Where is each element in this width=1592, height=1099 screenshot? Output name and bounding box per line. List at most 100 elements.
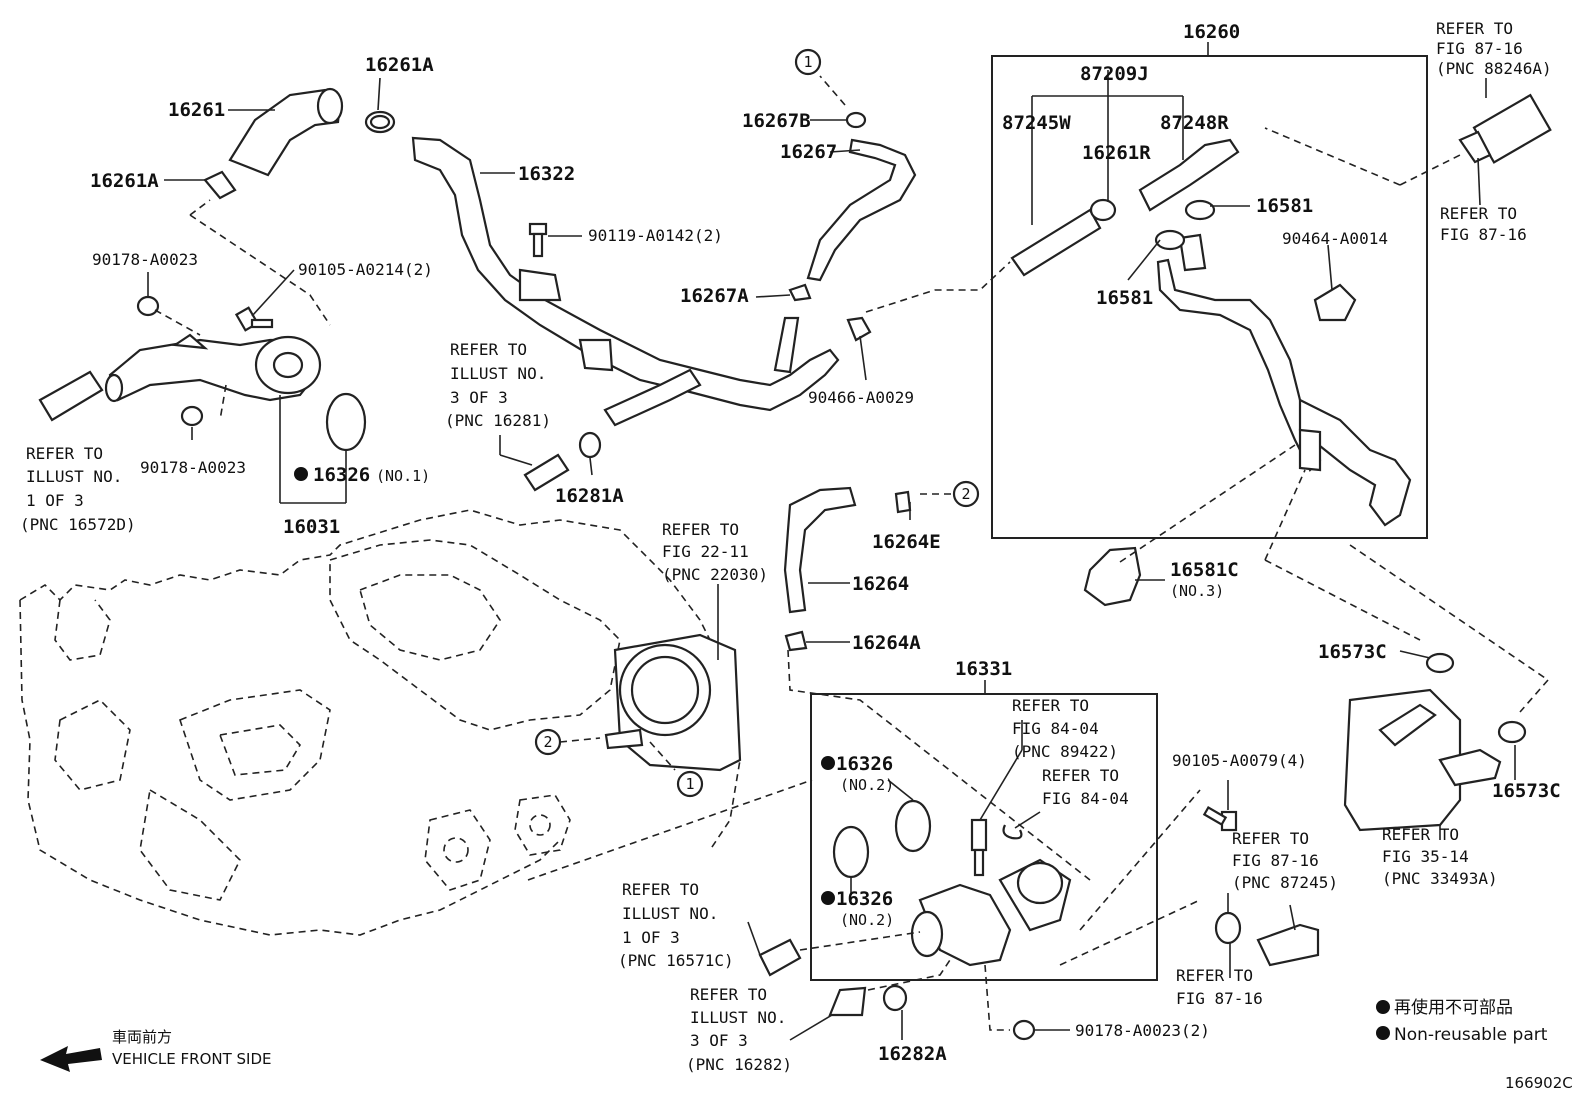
svg-text:FIG 84-04: FIG 84-04 — [1012, 719, 1099, 738]
label-16573C-b: 16573C — [1492, 780, 1561, 802]
ref-illust3-16282: REFER TO ILLUST NO. 3 OF 3 (PNC 16282) — [686, 985, 792, 1074]
oil-cooler — [1343, 688, 1502, 832]
label-90464: 90464-A0014 — [1282, 229, 1388, 248]
ref-illust1-16572D: REFER TO ILLUST NO. 1 OF 3 (PNC 16572D) — [20, 444, 136, 534]
part-labels: 16261 16261A 16261A 16322 90119-A0142(2)… — [90, 21, 1561, 1065]
svg-text:REFER TO: REFER TO — [1042, 766, 1119, 785]
clamp-16261R — [1089, 198, 1117, 222]
legend-jp: 再使用不可部品 — [1394, 997, 1513, 1018]
label-16581-a: 16581 — [1256, 195, 1313, 217]
front-arrow-icon — [40, 1046, 102, 1072]
ref-fig87-16-87245: REFER TO FIG 87-16 (PNC 87245) — [1232, 829, 1338, 892]
assembly-box-16331 — [810, 693, 1158, 981]
clamp-16282A — [882, 984, 908, 1012]
label-90178-c: 90178-A0023(2) — [1075, 1021, 1210, 1040]
label-16264E: 16264E — [872, 531, 941, 553]
vehicle-front-indicator: 車両前方 VEHICLE FRONT SIDE — [40, 1028, 272, 1072]
hose-end-87245 — [1256, 923, 1320, 967]
hose-16267 — [806, 138, 917, 282]
ref-notes: REFER TO FIG 87-16 (PNC 88246A) REFER TO… — [20, 19, 1552, 1074]
hose-16261 — [228, 87, 344, 177]
svg-text:2: 2 — [543, 733, 552, 751]
label-87248R: 87248R — [1160, 112, 1229, 134]
label-16261R: 16261R — [1082, 142, 1151, 164]
label-90105-a: 90105-A0214(2) — [298, 260, 433, 279]
legend-dot-en — [1376, 1026, 1390, 1040]
svg-text:1 OF 3: 1 OF 3 — [622, 928, 680, 947]
hose-end-left — [38, 370, 104, 422]
non-reusable-dot — [294, 467, 308, 481]
bolt-90105-a — [234, 306, 274, 332]
svg-text:REFER TO: REFER TO — [690, 985, 767, 1004]
svg-text:(PNC 16571C): (PNC 16571C) — [618, 951, 734, 970]
legend: 再使用不可部品 Non-reusable part — [1394, 997, 1548, 1045]
water-outlet-16031 — [104, 333, 322, 403]
label-16581-b: 16581 — [1096, 287, 1153, 309]
label-90466: 90466-A0029 — [808, 388, 914, 407]
svg-text:1: 1 — [685, 775, 694, 793]
label-16322: 16322 — [518, 163, 575, 185]
label-90105-b: 90105-A0079(4) — [1172, 751, 1307, 770]
dashed-connectors — [154, 75, 1549, 1031]
label-90119: 90119-A0142(2) — [588, 226, 723, 245]
non-reusable-dot — [821, 891, 835, 905]
svg-text:(PNC 33493A): (PNC 33493A) — [1382, 869, 1498, 888]
label-87245W: 87245W — [1002, 112, 1071, 134]
clamp-90464 — [1313, 283, 1357, 322]
figure-id: 166902C — [1505, 1074, 1573, 1092]
engine-outline — [19, 509, 741, 936]
label-16264: 16264 — [852, 573, 909, 595]
svg-text:REFER TO: REFER TO — [1436, 19, 1513, 38]
svg-text:(PNC 87245): (PNC 87245) — [1232, 873, 1338, 892]
label-16326-no1: 16326 — [313, 464, 370, 486]
svg-text:FIG 35-14: FIG 35-14 — [1382, 847, 1469, 866]
ref-fig35-14: REFER TO FIG 35-14 (PNC 33493A) — [1382, 825, 1498, 888]
label-16261: 16261 — [168, 99, 225, 121]
callout-1-throttle: 1 — [676, 770, 704, 798]
label-16581C: 16581C — [1170, 559, 1239, 581]
svg-text:FIG 84-04: FIG 84-04 — [1042, 789, 1129, 808]
clip-16267B — [845, 111, 867, 129]
clamp-16581-a — [1154, 229, 1186, 251]
clamp-16573C-a — [1425, 652, 1455, 674]
bolt-90105-b — [1202, 806, 1238, 832]
pipe-16322 — [411, 136, 840, 427]
nut-90178-c — [1012, 1019, 1036, 1041]
clip-sensor — [1002, 824, 1023, 840]
label-16326-no1-sub: (NO.1) — [376, 467, 430, 485]
svg-text:REFER TO: REFER TO — [622, 880, 699, 899]
svg-text:REFER TO: REFER TO — [1382, 825, 1459, 844]
front-label-jp: 車両前方 — [112, 1028, 172, 1046]
non-reusable-dot — [821, 756, 835, 770]
svg-text:FIG 87-16: FIG 87-16 — [1176, 989, 1263, 1008]
svg-text:(PNC 22030): (PNC 22030) — [662, 565, 768, 584]
svg-text:ILLUST NO.: ILLUST NO. — [450, 364, 546, 383]
nut-90178-a — [136, 295, 160, 317]
label-16331: 16331 — [955, 658, 1012, 680]
label-16326-no2a: 16326 — [836, 753, 893, 775]
hose-assembly-16260 — [1010, 138, 1412, 527]
clamp-lower-87-16 — [1214, 911, 1242, 945]
clamp-16261A-left — [203, 170, 237, 200]
legend-dot-jp — [1376, 1000, 1390, 1014]
label-90178-b: 90178-A0023 — [140, 458, 246, 477]
bolt-90119 — [528, 222, 548, 258]
callout-2-right: 2 — [952, 480, 980, 508]
ref-illust1-16571C: REFER TO ILLUST NO. 1 OF 3 (PNC 16571C) — [618, 880, 734, 970]
clip-16267A — [788, 283, 812, 302]
hose-16264 — [783, 486, 857, 614]
svg-text:(PNC 89422): (PNC 89422) — [1012, 742, 1118, 761]
svg-text:3 OF 3: 3 OF 3 — [690, 1031, 748, 1050]
callout-1-top: 1 — [794, 48, 822, 76]
label-16261A-top: 16261A — [365, 54, 434, 76]
clamp-90466 — [846, 316, 872, 342]
svg-text:3 OF 3: 3 OF 3 — [450, 388, 508, 407]
label-16326-no2a-sub: (NO.2) — [840, 776, 894, 794]
svg-text:ILLUST NO.: ILLUST NO. — [26, 467, 122, 486]
temp-sensor — [970, 818, 988, 877]
svg-text:1 OF 3: 1 OF 3 — [26, 491, 84, 510]
clamp-16581-b — [1184, 199, 1216, 221]
leader-lines — [147, 70, 1516, 1041]
ref-fig22-11: REFER TO FIG 22-11 (PNC 22030) — [662, 520, 768, 584]
nut-90178-b — [180, 405, 204, 427]
